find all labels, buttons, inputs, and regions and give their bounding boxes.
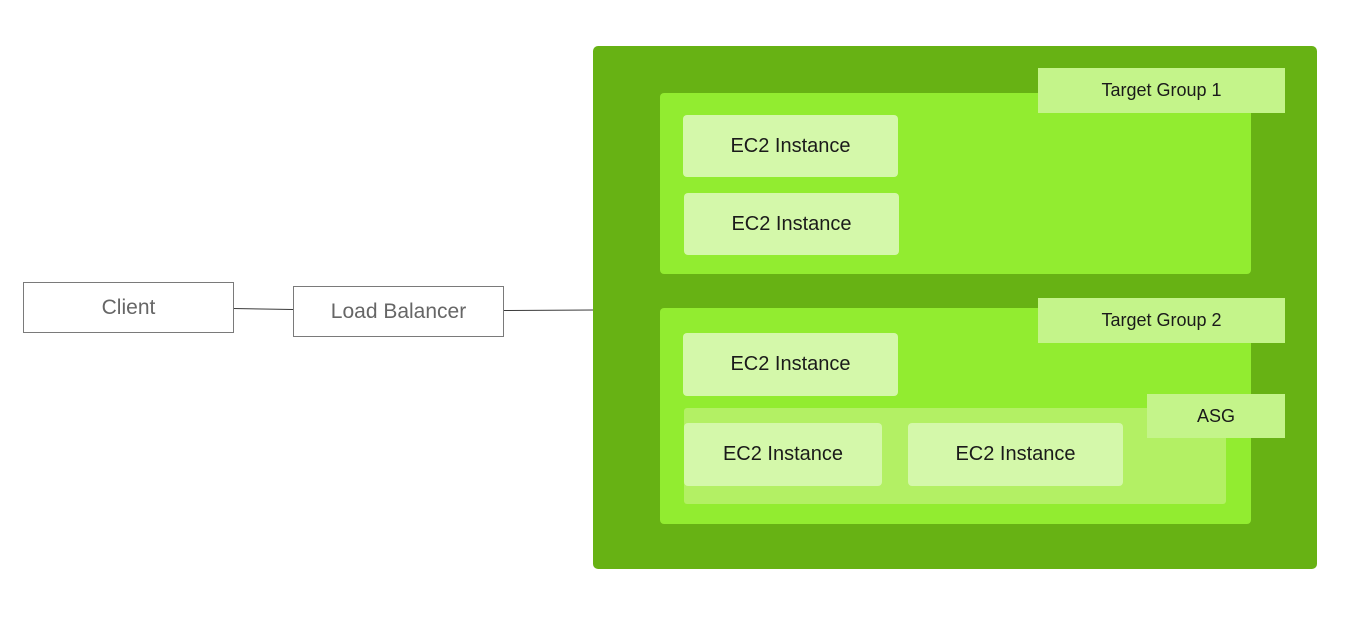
client-to-lb-connector: [232, 308, 294, 310]
load-balancer-label: Load Balancer: [330, 299, 467, 323]
client-node: Client: [23, 282, 234, 333]
asg-ec2-instance-1: EC2 Instance: [684, 423, 882, 486]
client-label: Client: [101, 295, 156, 319]
target-group-2-label: Target Group 2: [1038, 298, 1285, 343]
tg2-ec2-instance-1: EC2 Instance: [683, 333, 898, 396]
asg-ec2-instance-2: EC2 Instance: [908, 423, 1123, 486]
tg1-ec2-instance-1: EC2 Instance: [683, 115, 898, 177]
load-balancer-node: Load Balancer: [293, 286, 504, 337]
asg-label: ASG: [1147, 394, 1285, 438]
tg1-ec2-instance-2: EC2 Instance: [684, 193, 899, 255]
lb-to-targets-connector: [502, 309, 595, 311]
target-group-1-label: Target Group 1: [1038, 68, 1285, 113]
